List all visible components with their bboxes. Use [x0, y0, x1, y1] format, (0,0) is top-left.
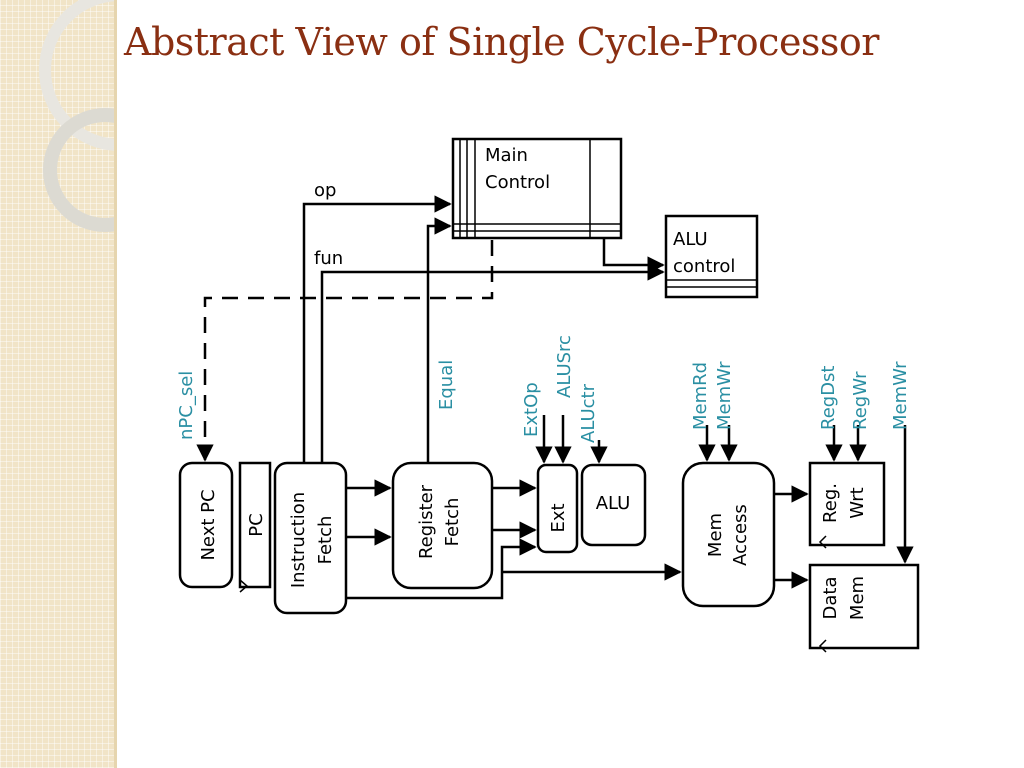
equal-wire [426, 217, 452, 463]
equal-signal: Equal [436, 360, 457, 410]
alu-control-label-2: control [673, 256, 735, 277]
pc-label: PC [246, 513, 267, 536]
register-fetch-block: Register Fetch [391, 461, 494, 590]
wires [196, 195, 914, 600]
instruction-fetch-block: Instruction Fetch [273, 461, 348, 615]
register-fetch-label-1: Register [416, 484, 437, 559]
npc-sel-signal: nPC_sel [176, 371, 197, 440]
reg-wrt-block: Reg. Wrt [808, 461, 886, 549]
fun-wire [320, 263, 665, 463]
main-control-label-2: Control [485, 172, 550, 193]
instruction-fetch-label-1: Instruction [288, 492, 309, 588]
mem-access-label-1: Mem [705, 513, 726, 557]
mem-access-block: Mem Access [681, 461, 776, 608]
reg-wrt-label-2: Wrt [847, 487, 868, 518]
decorative-sidebar [0, 0, 114, 768]
ext-label: Ext [548, 503, 569, 532]
ext-block: Ext [536, 463, 579, 554]
alu-label: ALU [596, 493, 631, 514]
pc-block: PC [238, 461, 272, 593]
next-pc-label: Next PC [198, 489, 219, 560]
sidebar-divider [114, 0, 117, 768]
next-pc-block: Next PC [178, 461, 234, 589]
alu-control-label-1: ALU [673, 229, 708, 250]
register-fetch-label-2: Fetch [442, 498, 463, 547]
op-label: op [314, 180, 336, 201]
regdst-signal: RegDst [818, 366, 839, 431]
instruction-fetch-label-2: Fetch [315, 516, 336, 565]
memrd-signal: MemRd [690, 362, 711, 430]
main-control-label-1: Main [485, 145, 528, 166]
mem-access-label-2: Access [730, 504, 751, 566]
alu-block: ALU [580, 463, 647, 547]
decorative-rings [39, 0, 114, 232]
main-control-block: Main Control [451, 137, 623, 240]
extop-signal: ExtOp [521, 382, 542, 437]
reg-wrt-label-1: Reg. [820, 483, 841, 523]
fun-label: fun [314, 248, 343, 269]
op-wire [302, 195, 452, 463]
data-mem-block: Data Mem [808, 563, 920, 653]
slide-title: Abstract View of Single Cycle-Processor [124, 20, 879, 64]
data-mem-label-2: Mem [847, 576, 868, 620]
aluop-wire [602, 238, 665, 274]
npc-sel-wire [196, 240, 494, 462]
data-mem-label-1: Data [820, 577, 841, 620]
aluctr-signal: ALUctr [578, 383, 599, 443]
memwr-data-signal: MemWr [890, 361, 911, 430]
alusrc-signal: ALUSrc [554, 335, 575, 398]
alu-control-block: ALU control [664, 214, 759, 299]
regwr-signal: RegWr [850, 371, 871, 430]
memwr-access-signal: MemWr [714, 361, 735, 430]
